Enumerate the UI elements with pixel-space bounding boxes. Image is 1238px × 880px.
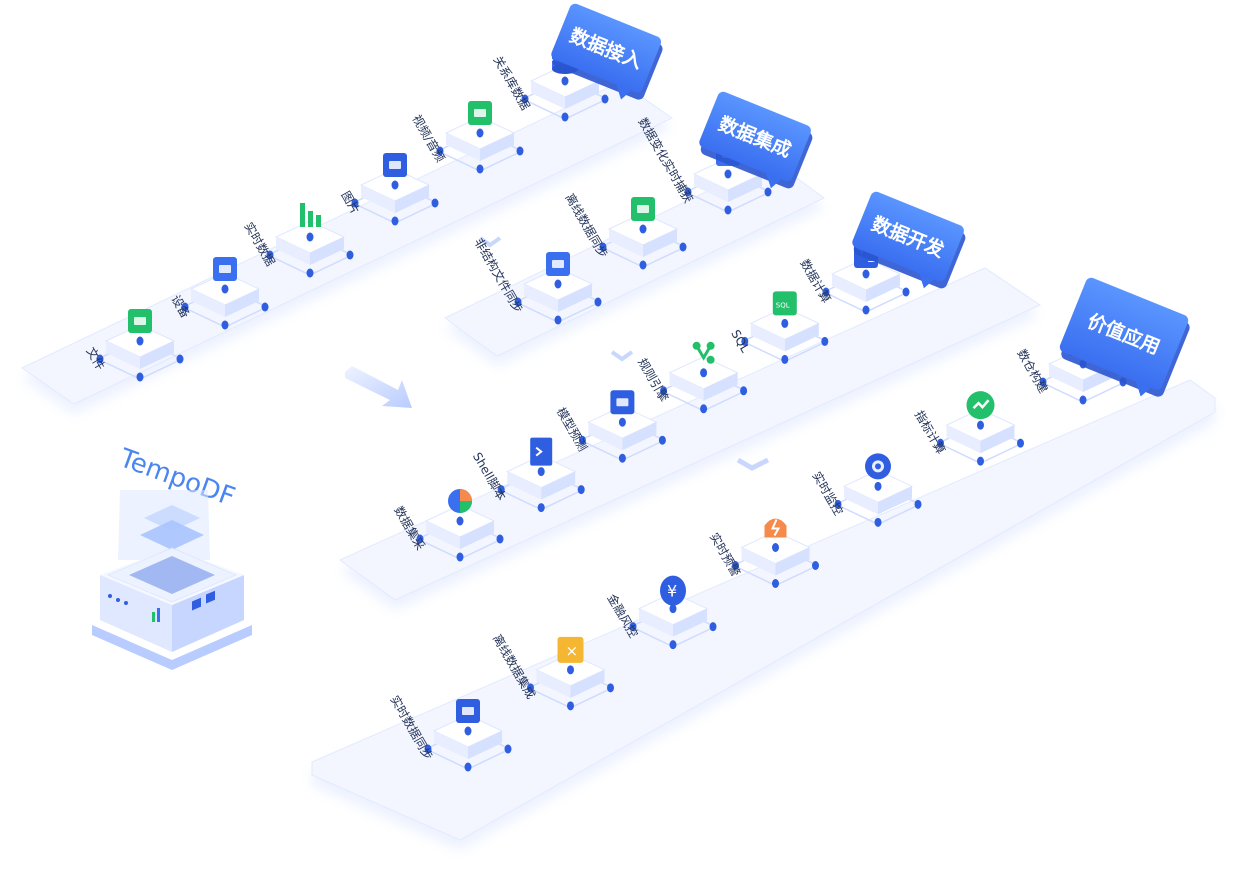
node-label: SQL (728, 327, 752, 355)
camera-icon (865, 453, 891, 480)
video-icon (468, 101, 492, 125)
sync-folder-icon (456, 699, 480, 723)
svg-text:SQL: SQL (776, 301, 790, 309)
offline-integration-icon: × (557, 636, 584, 663)
node-label: 模型预测 (554, 405, 590, 454)
arrow-icon (736, 457, 770, 471)
bar-chart-icon (300, 203, 321, 227)
tag-data-development: 数据开发 (852, 191, 966, 289)
arrow-icon (610, 350, 634, 362)
stage-panel (339, 267, 1042, 601)
node-label: 数仓构建 (1014, 346, 1051, 395)
folder-icon (128, 309, 152, 333)
sql-icon: SQL (772, 291, 797, 316)
node-pie-chart[interactable]: 数据集采 (391, 489, 504, 562)
tag-value-application: 价值应用 (1059, 277, 1190, 397)
node-server[interactable]: 设备 (168, 257, 269, 330)
arrow-icon (478, 236, 502, 248)
tag-data-ingestion: 数据接入 (551, 3, 663, 100)
node-trend[interactable]: 指标计算 (912, 391, 1025, 466)
node-label: 规则引擎 (635, 355, 672, 404)
finance-icon: ¥ (660, 575, 686, 606)
trend-icon (966, 391, 995, 420)
model-icon (610, 390, 635, 415)
tag-data-integration: 数据集成 (699, 91, 813, 189)
svg-text:¥: ¥ (667, 582, 677, 601)
flow-arrows (345, 236, 770, 471)
offline-sync-icon (631, 197, 655, 221)
big-arrow-icon (345, 366, 412, 408)
stage-panel (311, 379, 1216, 841)
rule-engine-icon (692, 341, 715, 364)
stage-panel (21, 81, 673, 405)
node-label: 视频/音频 (409, 112, 448, 165)
stage-2: 非结构文件同步离线数据同步数据变化实时捕获数据集成 (444, 91, 825, 366)
node-label: 数据计算 (797, 256, 834, 305)
node-label: 指标计算 (912, 408, 949, 457)
node-label: 关系库数据 (490, 53, 533, 112)
alarm-icon (764, 518, 787, 538)
image-icon (383, 153, 407, 177)
terminal-icon (530, 437, 553, 466)
file-sync-icon (546, 252, 570, 276)
server-icon (213, 257, 237, 281)
tempodf-server: TempoDF (92, 443, 252, 670)
pie-chart-icon (448, 489, 472, 513)
node-folder[interactable]: 文件 (83, 309, 184, 382)
stage-panels: 文件设备实时数据图片视频/音频关系库数据数据接入非结构文件同步离线数据同步数据变… (21, 3, 1216, 850)
node-label: 实时监控 (809, 469, 846, 518)
node-sql[interactable]: SQL SQL (728, 291, 829, 364)
node-label: 实时预警 (707, 530, 744, 579)
svg-text:×: × (566, 642, 579, 660)
svg-text:−: − (867, 255, 876, 268)
